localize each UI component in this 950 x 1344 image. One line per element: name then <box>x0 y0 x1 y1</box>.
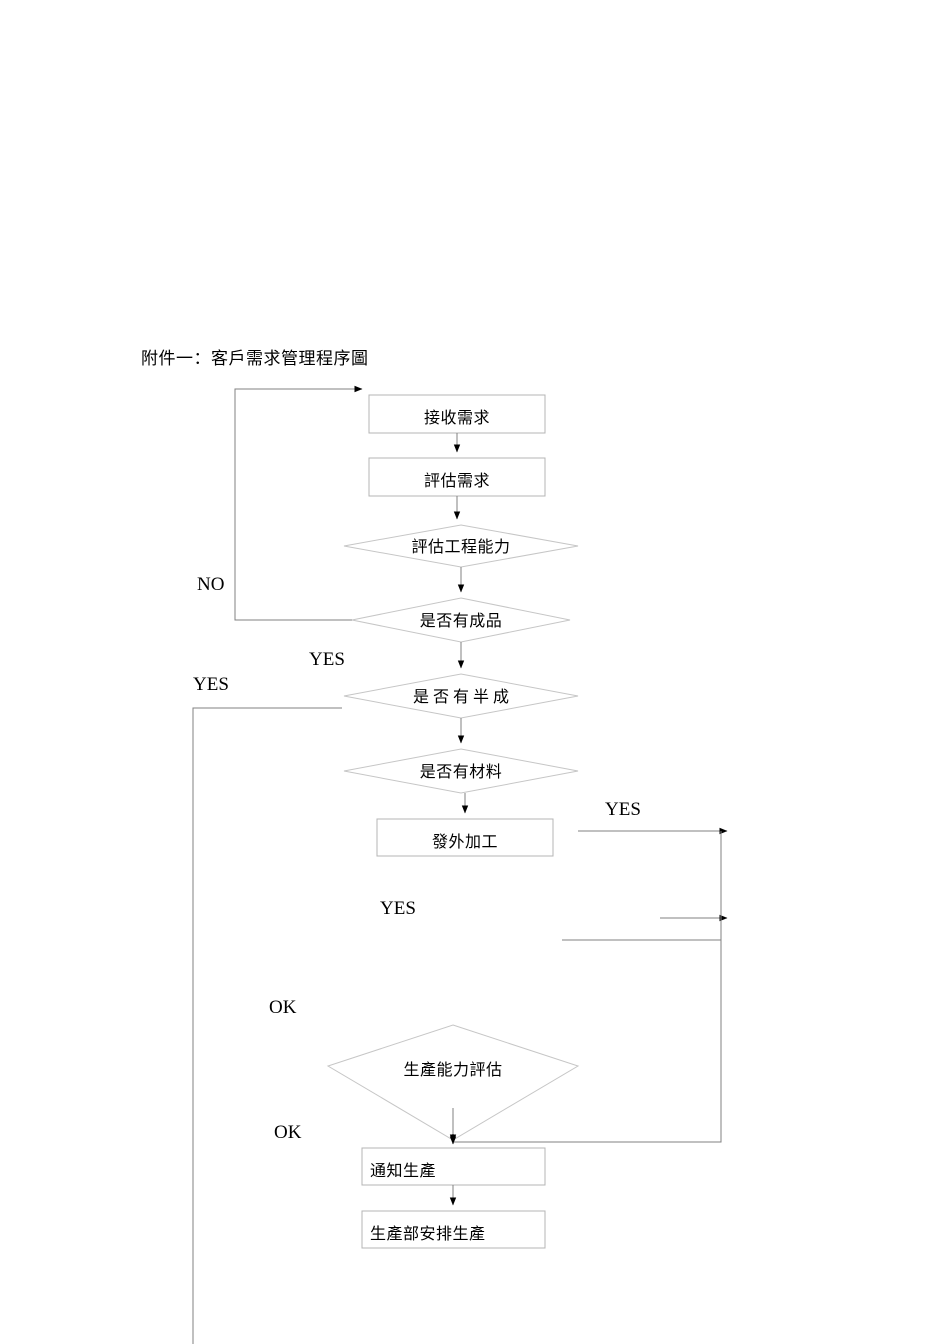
node-has-material-label: 是否有材料 <box>419 762 503 780</box>
edge-label-ok-1: OK <box>269 997 297 1018</box>
node-production-dept-label: 生產部安排生產 <box>370 1224 486 1243</box>
node-has-finished-goods-clip: 是否有成品 <box>352 611 570 629</box>
node-evaluate-engineering-capability-clip: 評估工程能力 <box>344 537 578 555</box>
node-has-finished-goods-label: 是否有成品 <box>419 611 503 629</box>
node-receive-request-box <box>368 394 546 434</box>
edge-right-rail <box>453 831 722 1143</box>
node-outsourced-processing-box <box>376 818 554 857</box>
edge-label-no: NO <box>197 574 225 595</box>
node-notify-production-label: 通知生產 <box>370 1161 437 1180</box>
node-has-semi-finished-clip: 是否有半成 <box>344 687 578 705</box>
node-has-material-clip: 是否有材料 <box>344 762 578 780</box>
edge-label-yes-4: YES <box>380 898 416 919</box>
node-has-material-diamond <box>343 748 579 794</box>
edge-no-feedback-loop <box>234 385 363 621</box>
edge-yes-left-loop <box>192 707 342 1344</box>
page-title: 附件一：客戶需求管理程序圖 <box>141 349 369 369</box>
edge-label-yes-3: YES <box>605 799 641 820</box>
edge-label-yes-1: YES <box>309 649 345 670</box>
edge-label-ok-2: OK <box>274 1122 302 1143</box>
node-receive-request-label: 接收需求 <box>423 408 490 427</box>
node-notify-production-box <box>361 1147 546 1186</box>
node-has-semi-finished-label: 是否有半成 <box>412 687 513 705</box>
node-outsourced-processing-label: 發外加工 <box>431 832 498 851</box>
node-evaluate-request-label: 評估需求 <box>423 471 490 490</box>
node-evaluate-engineering-capability-label: 評估工程能力 <box>411 537 511 555</box>
node-production-capacity-label: 生產能力評估 <box>403 1060 503 1079</box>
node-production-dept-box <box>361 1210 546 1249</box>
edge-label-yes-2: YES <box>193 674 229 695</box>
